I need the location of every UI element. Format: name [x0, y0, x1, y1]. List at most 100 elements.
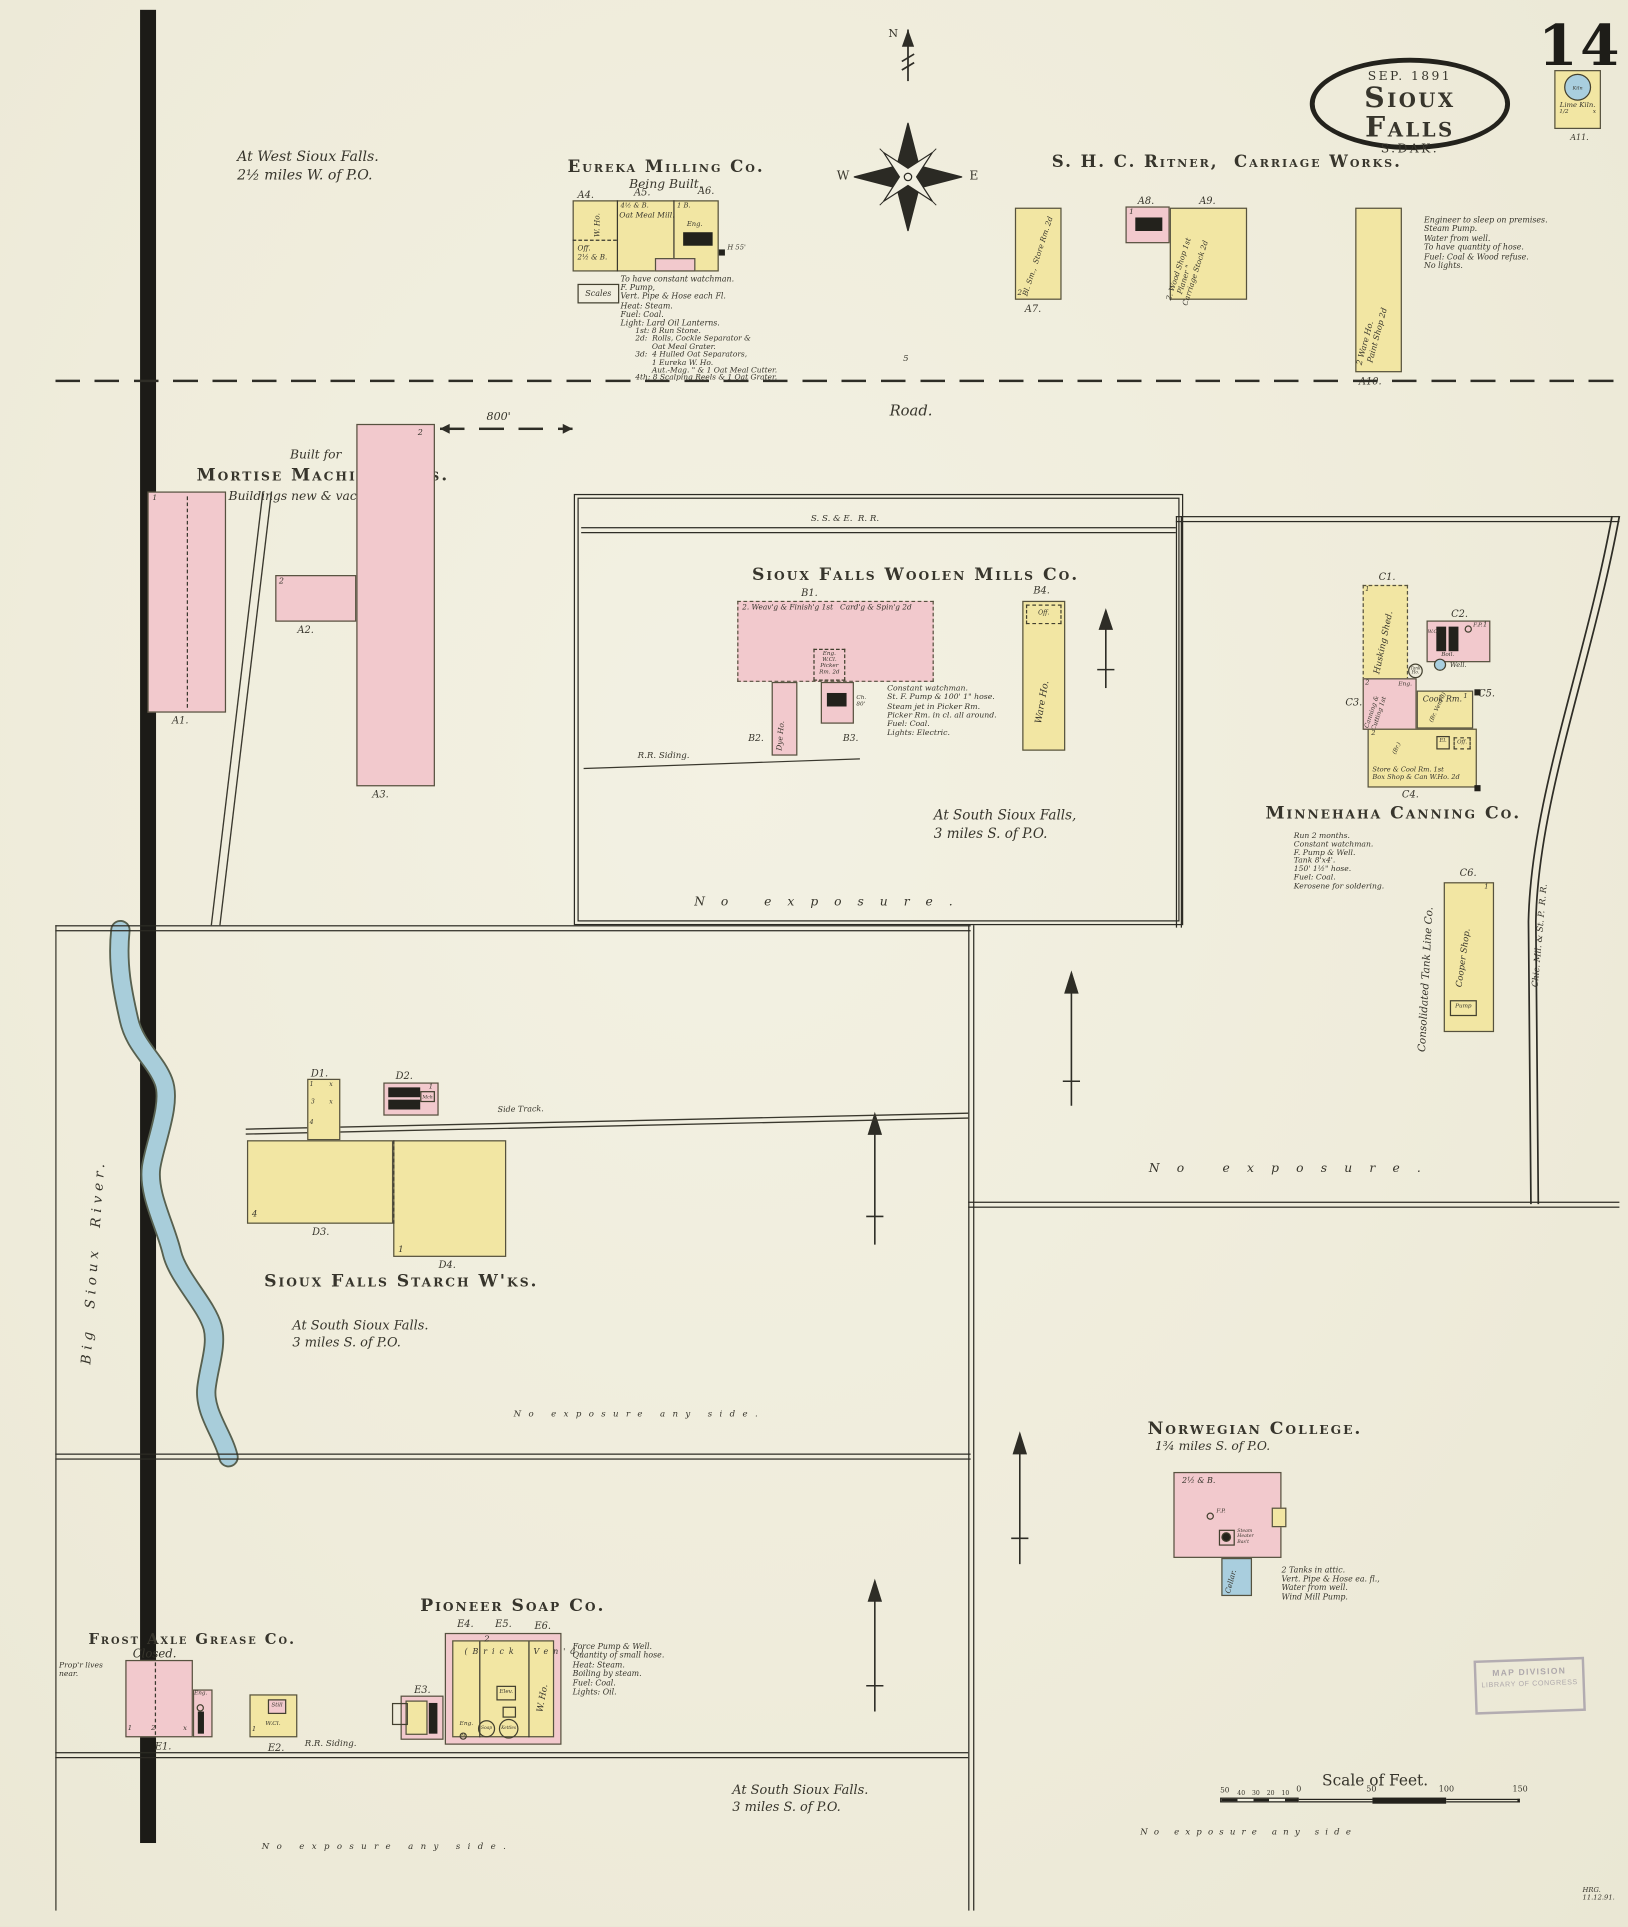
minnehaha-label-c3: C3. — [1345, 696, 1363, 708]
woolen-label-b3: B3. — [842, 732, 859, 744]
ritner-building-a9 — [1169, 207, 1248, 300]
scale-tick-50L: 50 — [1220, 1786, 1230, 1796]
pioneer-title: Pioneer Soap Co. — [420, 1596, 606, 1616]
ritner-building-a7 — [1014, 207, 1062, 300]
sheet-title-oval: SEP. 1891 Sioux Falls S.DAK. — [1309, 57, 1511, 156]
starch-label-d4: D4. — [438, 1259, 456, 1271]
woolen-notes: Constant watchman. St. F. Pump & 100' 1"… — [887, 684, 997, 738]
minnehaha-elevator-box: El. — [1436, 735, 1450, 750]
pioneer-main-marker: 2 — [484, 1634, 490, 1644]
mortise-label-a3: A3. — [372, 788, 389, 800]
starch-d1-marker-x1: x — [329, 1081, 333, 1089]
frost-eng-label: Eng. — [194, 1690, 208, 1697]
minnehaha-c3-marker: 2 — [1365, 679, 1370, 687]
woolen-building-b2 — [771, 681, 798, 756]
pioneer-eng: Eng. — [459, 1721, 474, 1728]
frost-e1-marker-1: 1 — [127, 1725, 133, 1733]
scale-segment-subdivided — [1220, 1797, 1299, 1803]
norwegian-annex — [1271, 1507, 1287, 1528]
frost-e1-divider — [154, 1662, 157, 1735]
woolen-label-b1: B1. — [801, 587, 818, 599]
minnehaha-office-box: Off. — [1453, 737, 1471, 750]
minnehaha-c2-marker: 1 — [1483, 621, 1488, 630]
pioneer-brick-vend: (Brick Ven'd) — [464, 1646, 589, 1657]
ritner-a8-forge — [1135, 217, 1163, 231]
consolidated-tank-line-vtext: Consolidated Tank Line Co. — [1416, 906, 1437, 1053]
frost-building-e1 — [125, 1659, 193, 1738]
surveyor-mark: HRG. 11.12.91. — [1582, 1887, 1615, 1902]
divider-v-790 — [968, 925, 974, 1911]
starch-label-d2: D2. — [395, 1070, 413, 1082]
scale-bar — [1220, 1796, 1525, 1806]
eureka-main-floors: 4½ & B. — [620, 202, 649, 211]
mortise-a1-marker: 1 — [152, 493, 158, 503]
minnehaha-c1-marker: 1 — [1365, 586, 1370, 594]
woolen-building-b1 — [737, 600, 934, 682]
ritner-a7-floors: 2 — [1017, 288, 1023, 298]
woolen-location-note: At South Sioux Falls, 3 miles S. of P.O. — [933, 807, 1077, 842]
pioneer-e3-inner — [405, 1700, 428, 1735]
north-arrow-icon — [866, 1111, 884, 1245]
eureka-office-label: Off. 2½ & B. — [577, 245, 608, 262]
minnehaha-hydrant-1 — [1474, 689, 1481, 696]
rr-siding-label: R.R. Siding. — [304, 1738, 357, 1749]
woolen-siding-label: R.R. Siding. — [637, 750, 690, 761]
minnehaha-well-label: Well. — [1449, 662, 1467, 670]
minnehaha-c4-marker: 2 — [1371, 729, 1376, 738]
minnehaha-building-c6 — [1443, 882, 1495, 1033]
eureka-partition-2 — [673, 200, 675, 259]
starch-d1-marker-x2: x — [329, 1098, 333, 1106]
lime-kiln-inset: Kiln Lime Kiln. 1/2 x — [1554, 70, 1601, 130]
scale-tick-10: 10 — [1281, 1790, 1290, 1798]
scale-tick-20: 20 — [1266, 1790, 1275, 1798]
pioneer-label-e4: E4. — [457, 1618, 474, 1630]
eureka-title: Eureka Milling Co. — [567, 157, 765, 177]
frost-chimney-circle — [196, 1704, 204, 1712]
eureka-scales-box: Scales — [577, 283, 620, 304]
starch-title: Sioux Falls Starch W'ks. — [264, 1271, 539, 1292]
minnehaha-label-c2: C2. — [1451, 608, 1468, 620]
norwegian-fp-label: F.P. — [1216, 1508, 1226, 1515]
woolen-no-exposure: No exposure. — [694, 895, 969, 910]
pioneer-m-circle: M — [459, 1732, 467, 1740]
state-name: S.DAK. — [1380, 142, 1440, 157]
mortise-building-a2 — [275, 575, 357, 622]
starch-d4-divider — [393, 1140, 395, 1224]
starch-d4-marker: 1 — [398, 1244, 404, 1255]
divider-h-980 — [968, 1201, 1620, 1208]
woolen-building-b3 — [820, 681, 854, 724]
minnehaha-c6-marker: 1 — [1484, 883, 1489, 891]
scale-segment-50-100 — [1372, 1796, 1447, 1804]
railroad-sse-label: S. S. & E. R. R. — [810, 513, 880, 524]
starch-d2-mch-1 — [388, 1087, 421, 1098]
minnehaha-c2-fp-circle — [1464, 625, 1472, 633]
chic-mil-stp-rr-vtext: Chic. Mil. & St. P. R. R. — [1530, 883, 1550, 988]
norwegian-fp-circle — [1206, 1512, 1214, 1520]
eureka-chimney-height: H 55' — [727, 244, 746, 252]
minnehaha-c2-boil: Boil. — [1441, 652, 1455, 659]
minnehaha-c2-boiler-1 — [1436, 626, 1447, 652]
compass-east-letter: E — [969, 169, 979, 184]
minnehaha-c2-boiler-2 — [1448, 626, 1459, 652]
starch-no-exposure: No exposure any side. — [513, 1409, 766, 1420]
divider-h-1185 — [55, 1453, 971, 1460]
pioneer-no-exposure: No exposure any side. — [261, 1841, 514, 1852]
minnehaha-hydrant-2 — [1474, 785, 1481, 792]
minnehaha-c4-text: Store & Cool Rm. 1st Box Shop & Can W.Ho… — [1372, 766, 1460, 782]
scale-tick-50: 50 — [1366, 1784, 1377, 1794]
starch-d1-marker-3: 3 — [310, 1098, 315, 1106]
dimension-line-800 — [439, 427, 573, 430]
sheet-number: 14 — [1538, 12, 1622, 79]
pioneer-small-box — [502, 1706, 517, 1718]
pioneer-kettles: Kettles — [498, 1718, 519, 1739]
mortise-building-a3 — [356, 423, 435, 787]
norwegian-subtitle: 1¾ miles S. of P.O. — [1154, 1440, 1271, 1454]
woolen-label-b4: B4. — [1033, 584, 1050, 596]
woolen-building-b4 — [1022, 600, 1066, 751]
ritner-building-a10 — [1355, 207, 1402, 373]
scale-segment-0-50 — [1298, 1798, 1373, 1803]
stamp-line-2: LIBRARY OF CONGRESS — [1481, 1679, 1579, 1690]
pioneer-label-e6: E6. — [534, 1620, 552, 1632]
starch-label-d3: D3. — [312, 1226, 330, 1238]
